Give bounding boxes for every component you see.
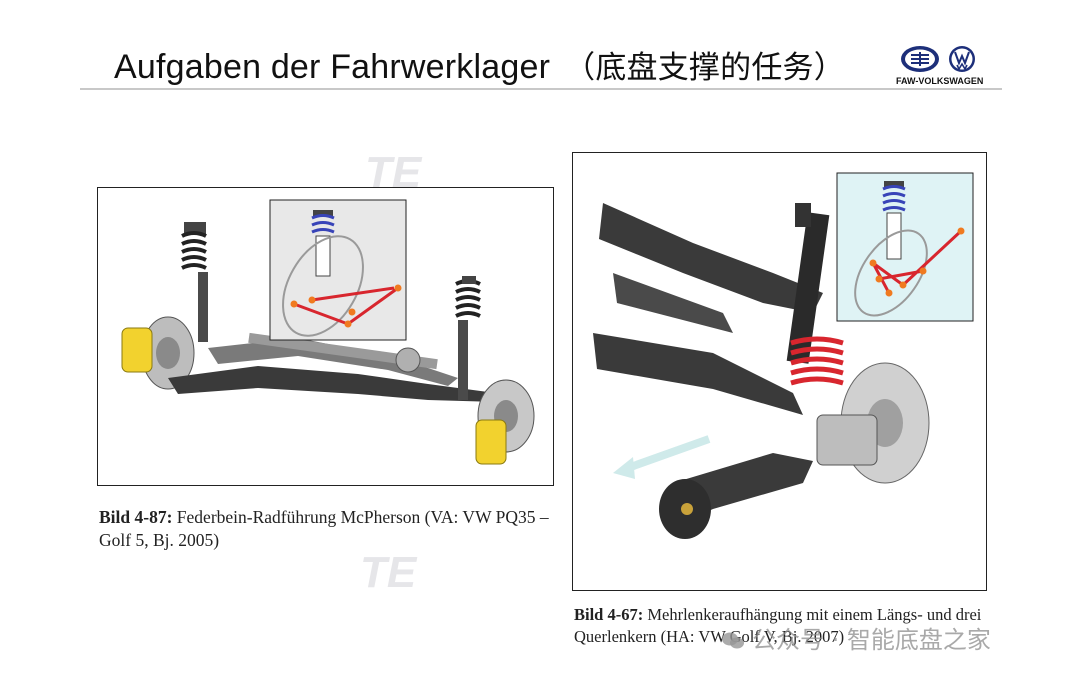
figure-caption-text: Federbein-Radführung McPherson (VA: VW P… <box>99 507 549 550</box>
te-watermark: TE <box>360 548 417 597</box>
figure-label: Bild 4-87: <box>99 507 173 527</box>
page-title-chinese: （底盘支撑的任务） <box>564 50 845 86</box>
page-title: Aufgaben der Fahrwerklager （底盘支撑的任务） <box>114 42 845 87</box>
title-divider <box>80 88 1002 90</box>
page-title-german: Aufgaben der Fahrwerklager <box>114 48 551 86</box>
figure-label: Bild 4-67: <box>574 605 644 624</box>
wechat-watermark: 公众号 · 智能底盘之家 <box>722 620 991 655</box>
brand-logos <box>898 44 988 86</box>
mcpherson-axle-illustration <box>121 199 535 465</box>
figure-multilink-axle <box>572 152 987 591</box>
figure-caption-multilink: Bild 4-67: Mehrlenkeraufhängung mit eine… <box>574 604 1004 648</box>
brand-name: FAW-VOLKSWAGEN <box>896 76 984 86</box>
figure-caption-mcpherson: Bild 4-87: Federbein-Radführung McPherso… <box>99 506 569 552</box>
wechat-icon <box>722 632 744 649</box>
wechat-watermark-text: 公众号 · 智能底盘之家 <box>752 626 991 654</box>
figure-mcpherson-axle <box>97 187 554 486</box>
figure-caption-text: Mehrlenkeraufhängung mit einem Längs- un… <box>574 605 982 646</box>
faw-vw-logo-icon <box>901 46 975 72</box>
multilink-axle-illustration <box>593 172 974 539</box>
